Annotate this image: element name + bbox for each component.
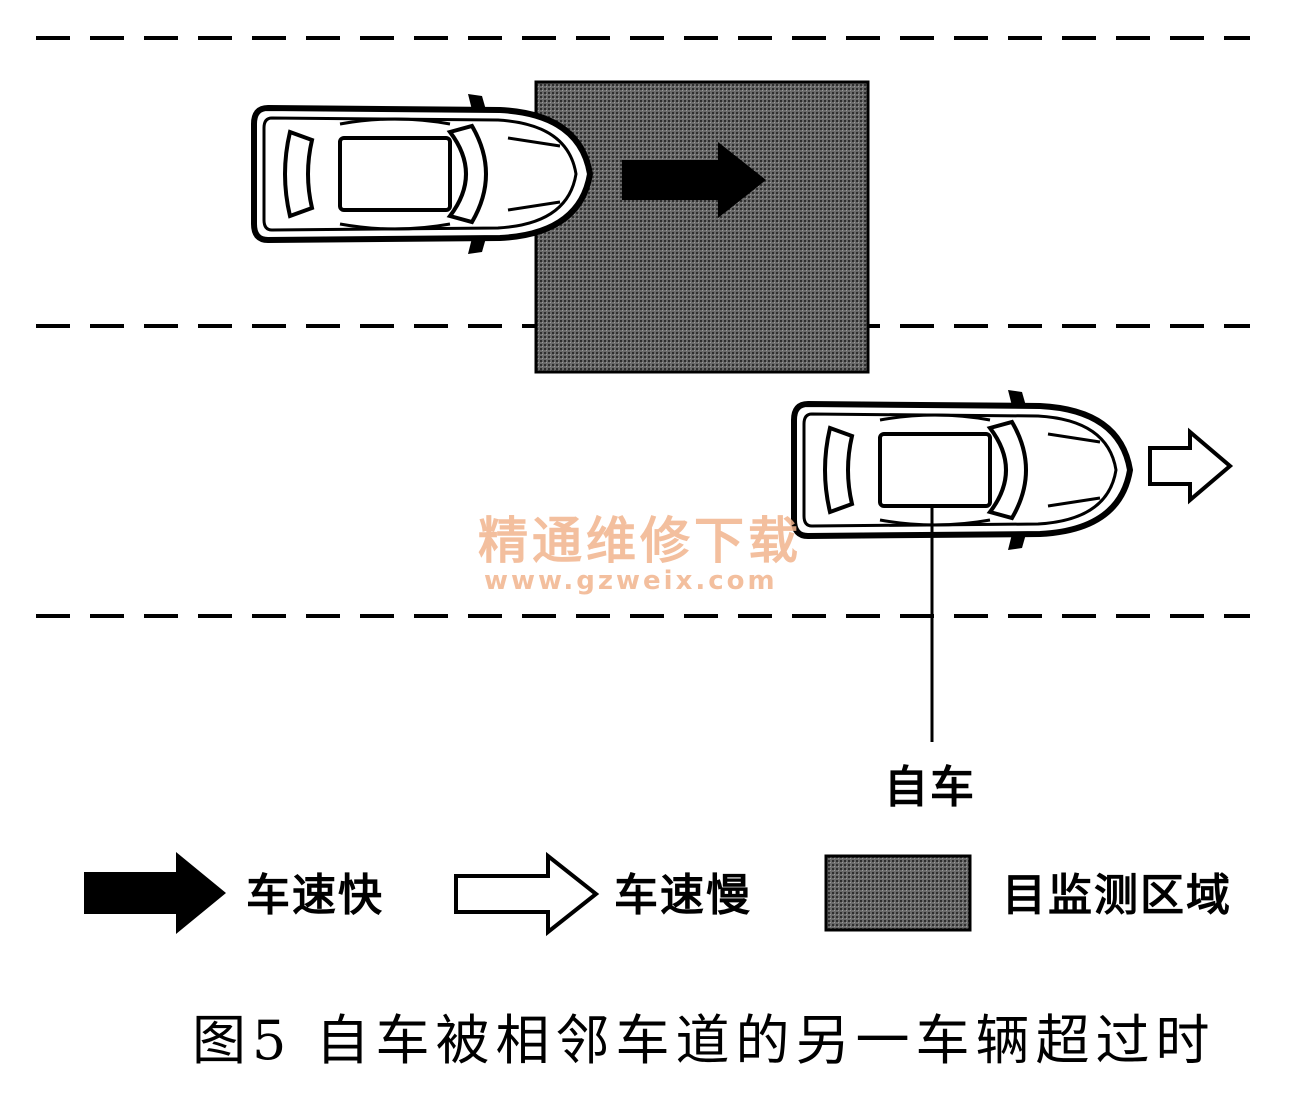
overtaking-car <box>254 94 590 254</box>
legend-label-slow: 车速慢 <box>614 870 752 921</box>
legend-hatched-region-icon <box>824 854 972 932</box>
slow-arrow-icon <box>1148 427 1234 505</box>
figure-caption: 图5 自车被相邻车道的另一车辆超过时 <box>192 1009 1216 1072</box>
legend-label-zone: 目监测区域 <box>1002 870 1232 921</box>
fast-arrow-icon <box>622 142 766 218</box>
monitoring-zone <box>534 80 870 374</box>
legend-filled-arrow-icon <box>84 852 226 934</box>
watermark-url: www.gzweix.com <box>484 566 778 596</box>
ego-car <box>794 390 1130 550</box>
ego-car-label: 自车 <box>884 762 976 813</box>
legend-label-fast: 车速快 <box>246 870 384 921</box>
legend-hollow-arrow-icon <box>454 851 600 937</box>
watermark-text: 精通维修下载 <box>478 512 802 570</box>
